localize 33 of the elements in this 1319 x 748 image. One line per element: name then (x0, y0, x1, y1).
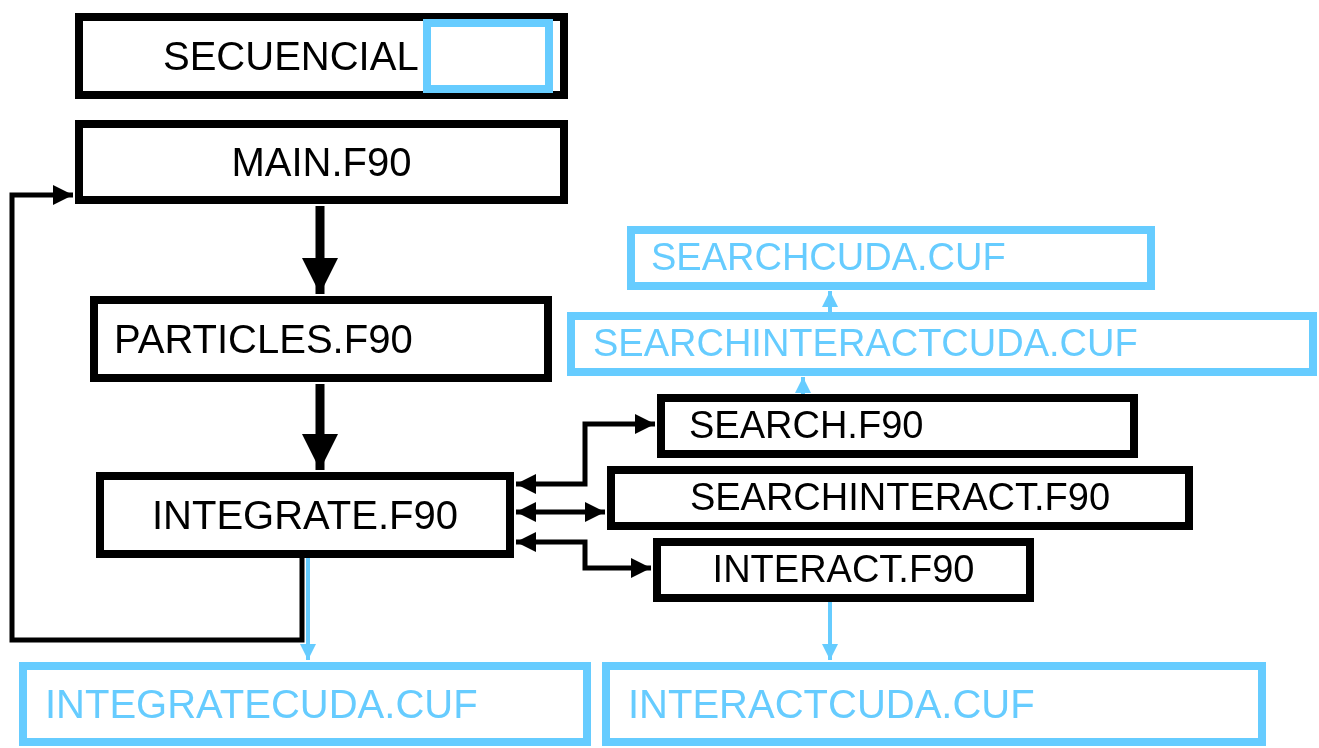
file-box (75, 13, 568, 99)
file-name: SEARCHINTERACT.F90 (689, 477, 1111, 519)
arrow (516, 532, 651, 578)
file-box (657, 394, 1138, 458)
arrow (516, 502, 605, 522)
file-name: INTEGRATECUDA.CUF (45, 682, 478, 726)
arrow (516, 414, 655, 494)
file-name: INTERACT.F90 (712, 549, 975, 591)
arrow (302, 206, 338, 294)
file-box (607, 466, 1193, 530)
arrow (822, 291, 838, 312)
file-name: SEARCHINTERACTCUDA.CUF (593, 323, 1138, 365)
file-box (90, 296, 552, 382)
file-name: INTERACTCUDA.CUF (628, 682, 1035, 726)
file-name: SEARCH.F90 (689, 405, 924, 447)
file-box (96, 472, 514, 558)
arrow (300, 558, 316, 660)
file-name: SEARCHCUDA.CUF (651, 237, 1006, 279)
arrow (302, 384, 338, 470)
arrow (795, 377, 811, 394)
file-name: INTEGRATE.F90 (152, 493, 458, 537)
file-box (627, 226, 1155, 290)
file-name: PARTICLES.F90 (114, 317, 413, 361)
empty-box (423, 19, 553, 93)
file-name: SECUENCIAL (163, 34, 419, 78)
file-box (602, 662, 1266, 746)
file-box (19, 662, 591, 746)
file-box (567, 312, 1317, 376)
file-name: MAIN.F90 (231, 140, 412, 184)
file-box (653, 538, 1034, 602)
arrow (9, 185, 305, 643)
file-box (75, 120, 568, 204)
arrow (822, 602, 838, 660)
